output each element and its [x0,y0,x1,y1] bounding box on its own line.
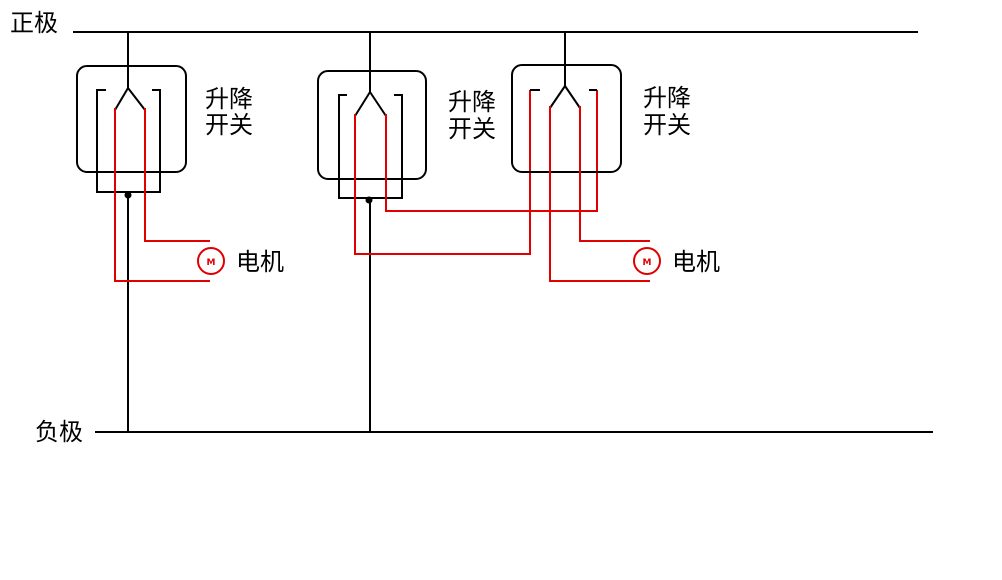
motor-1-symbol-letter: M [207,258,216,268]
lift-switch-2: 升降 开关 [317,32,496,432]
switch-3-label-line2: 开关 [643,111,691,139]
motor-2-label: 电机 [672,248,720,276]
switch-3-blade-left [549,85,566,109]
motor-2: M 电机 [633,247,720,276]
switch-1-contact-left [96,89,128,193]
negative-terminal-label: 负极 [35,418,83,446]
switch-1-red-wire-right [144,108,210,242]
switch-3-red-wire-right [579,106,650,242]
switch-2-blade-right [369,91,387,117]
switch-2-housing [317,70,427,180]
lift-switch-1: 升降 开关 [76,32,253,432]
switch-1-blade-left [114,87,129,111]
motor-2-symbol [633,247,661,275]
motor-1-symbol [197,247,225,275]
lift-switch-3: 升降 开关 [511,32,691,282]
switch-3-housing [511,64,622,173]
motor-1-label: 电机 [236,248,284,276]
switch-2-blade-left [354,91,371,117]
switch-2-red-wire-right [385,90,598,212]
switch-3-blade-right [564,85,581,109]
switch-2-label-line2: 开关 [448,115,496,143]
switch-2-red-wire-left [354,90,531,255]
switch-1-red-wire-left [114,108,210,282]
switch-2-label-line1: 升降 [448,88,496,116]
switch-1-blade-right [127,87,146,111]
motor-1: M 电机 [197,247,284,276]
positive-terminal-label: 正极 [10,9,58,37]
switch-1-label-line1: 升降 [205,85,253,113]
switch-1-housing [76,65,187,173]
motor-2-symbol-letter: M [643,258,652,268]
switch-3-red-wire-left [549,106,650,282]
switch-3-label-line1: 升降 [643,84,691,112]
switch-1-label-line2: 开关 [205,111,253,139]
